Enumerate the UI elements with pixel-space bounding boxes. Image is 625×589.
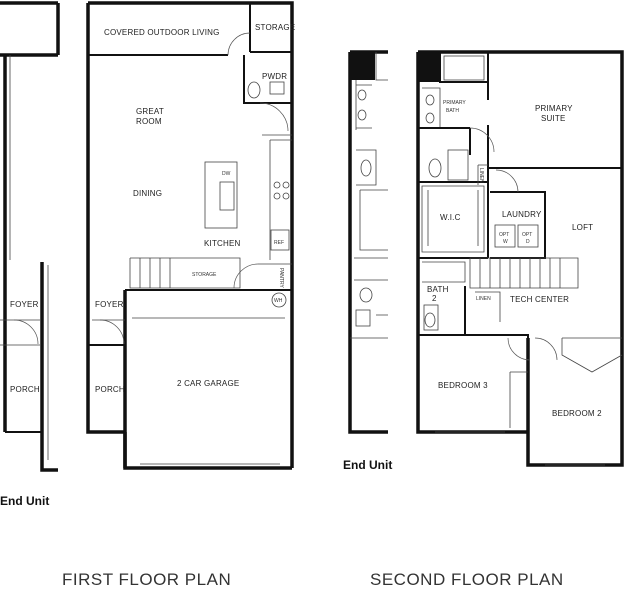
end-porch-label: PORCH [10, 385, 40, 394]
primary-bath-label-line1: PRIMARY [443, 100, 466, 106]
opt-w-label-line2: W [503, 239, 508, 245]
end-foyer-label: FOYER [10, 300, 39, 309]
storage-top-label: STORAGE [255, 23, 295, 32]
wh-label: WH [274, 298, 283, 304]
dining-label: DINING [133, 189, 162, 198]
storage-stair-label: STORAGE [192, 272, 217, 278]
bedroom2-label: BEDROOM 2 [552, 409, 602, 418]
second-floor-end-unit: End Unit [343, 50, 392, 472]
first-floor-caption: FIRST FLOOR PLAN [62, 570, 231, 589]
bath2-label-line1: BATH [427, 285, 449, 294]
primary-suite-label-line2: SUITE [541, 114, 566, 123]
first-floor-end-unit: FOYER PORCH End Unit [0, 1, 60, 508]
first-floor-end-unit-label: End Unit [0, 494, 49, 508]
dw-label: DW [222, 171, 231, 177]
bedroom3-label: BEDROOM 3 [438, 381, 488, 390]
ref-label: REF [274, 240, 284, 246]
opt-w-label-line1: OPT [499, 232, 509, 238]
linen-label: LINEN [476, 296, 491, 302]
foyer-label: FOYER [95, 300, 124, 309]
primary-bath-label-line2: BATH [446, 108, 459, 114]
loft-label: LOFT [572, 223, 593, 232]
porch-label: PORCH [95, 385, 125, 394]
pantry-label: PANTRY [278, 268, 284, 288]
wic-label: W.I.C [440, 213, 461, 222]
pwdr-label: PWDR [262, 72, 287, 81]
tech-center-label: TECH CENTER [510, 295, 569, 304]
covered-outdoor-living-label: COVERED OUTDOOR LIVING [104, 28, 220, 37]
garage-label: 2 CAR GARAGE [177, 379, 239, 388]
opt-d-label-line1: OPT [522, 232, 532, 238]
opt-d-label-line2: D [526, 239, 530, 245]
first-floor-main-unit [86, 1, 294, 470]
laundry-label: LAUNDRY [502, 210, 542, 219]
kitchen-label: KITCHEN [204, 239, 241, 248]
primary-suite-label-line1: PRIMARY [535, 104, 573, 113]
linen-vertical-label: LINEN [478, 168, 484, 183]
second-floor-main-unit [416, 50, 624, 467]
second-floor-end-unit-label: End Unit [343, 458, 392, 472]
great-room-label-line1: GREAT [136, 107, 164, 116]
great-room-label-line2: ROOM [136, 117, 162, 126]
second-floor-caption: SECOND FLOOR PLAN [370, 570, 564, 589]
bath2-label-line2: 2 [432, 294, 437, 303]
